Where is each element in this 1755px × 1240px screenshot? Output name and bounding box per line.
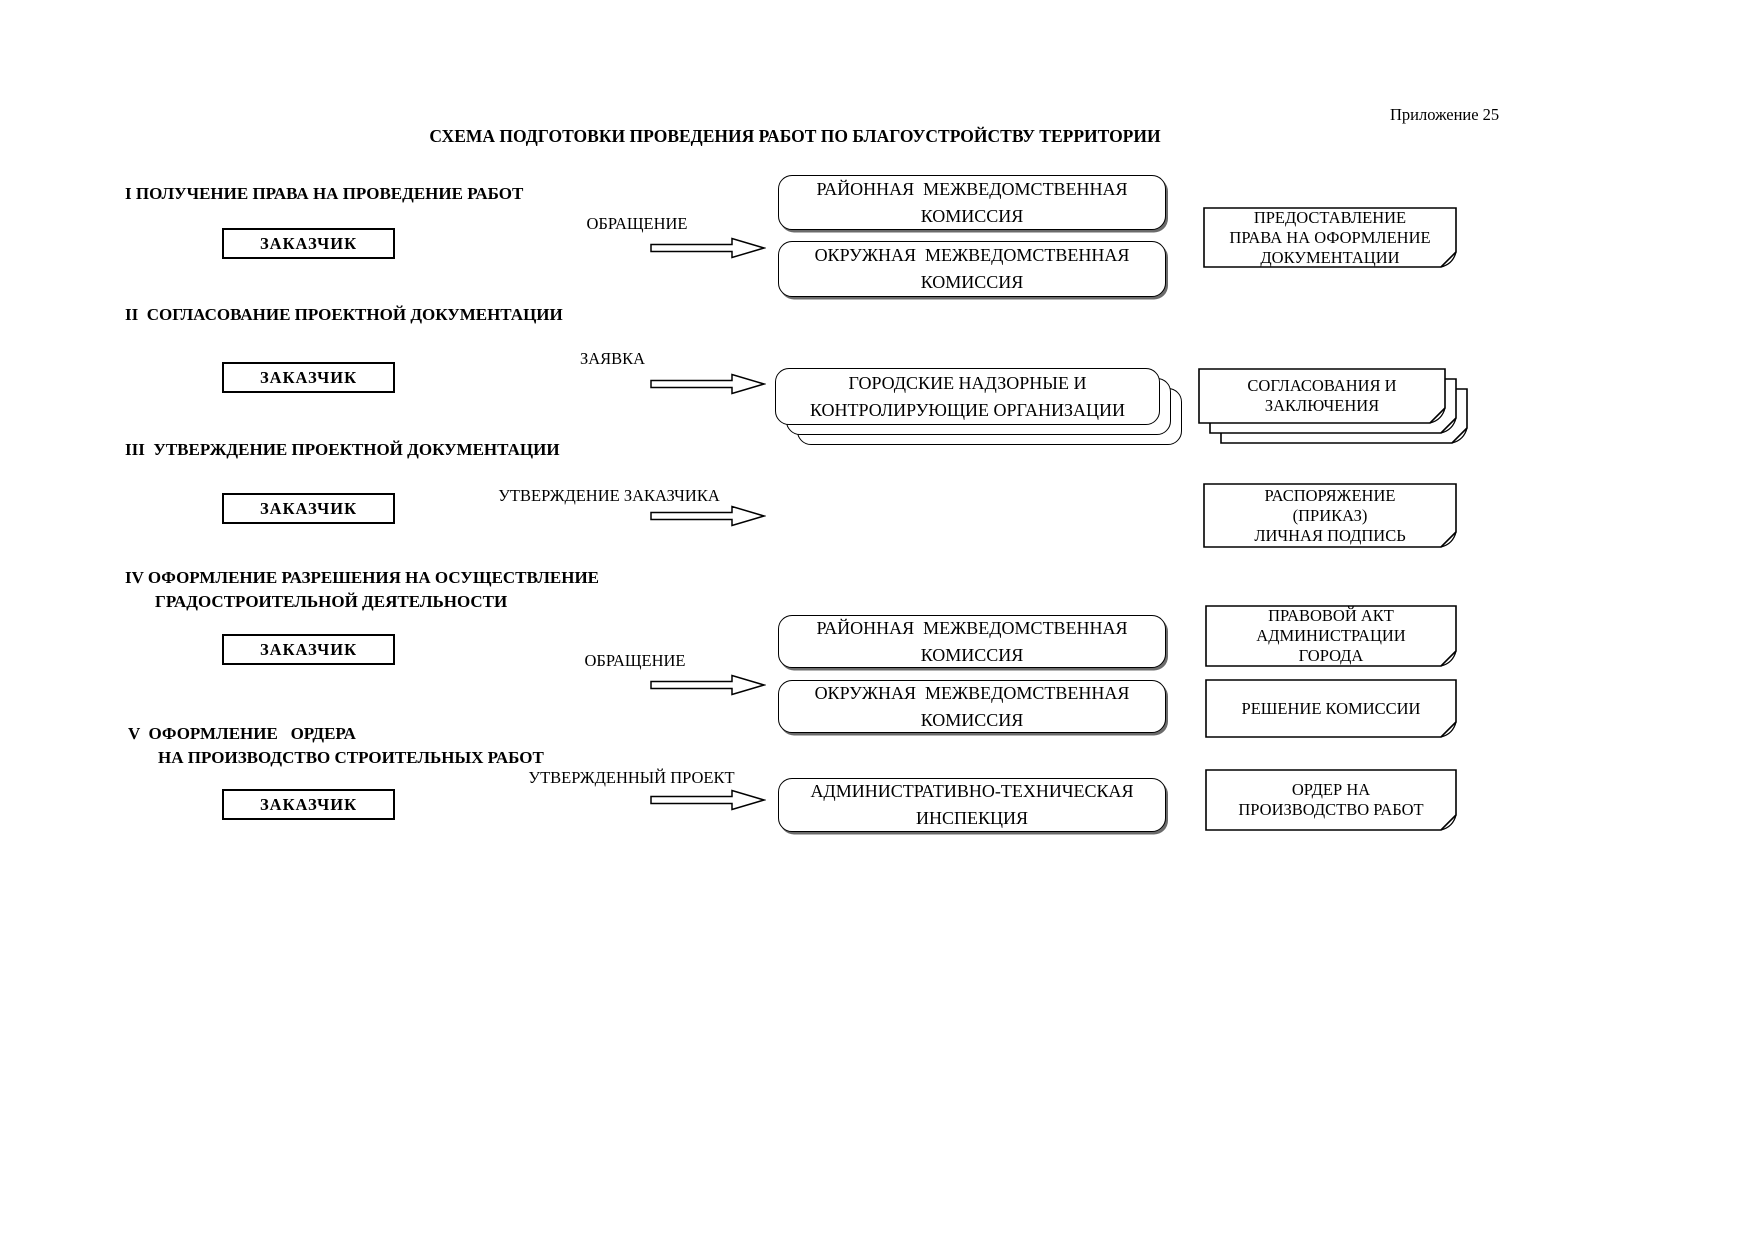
- org-box-label: ОКРУЖНАЯ МЕЖВЕДОМСТВЕННАЯ КОМИССИЯ: [814, 682, 1130, 730]
- org-box-label: ГОРОДСКИЕ НАДЗОРНЫЕ И КОНТРОЛИРУЮЩИЕ ОРГ…: [809, 372, 1126, 420]
- result-doc-label: СОГЛАСОВАНИЯ И ЗАКЛЮЧЕНИЯ: [1247, 376, 1397, 415]
- section-4-heading: IV ОФОРМЛЕНИЕ РАЗРЕШЕНИЯ НА ОСУЩЕСТВЛЕНИ…: [125, 568, 599, 611]
- org-box-label: АДМИНИСТРАТИВНО-ТЕХНИЧЕСКАЯ ИНСПЕКЦИЯ: [810, 781, 1134, 828]
- result-doc-order-signature: РАСПОРЯЖЕНИЕ (ПРИКАЗ) ЛИЧНАЯ ПОДПИСЬ: [1203, 483, 1457, 548]
- result-doc-legal-act: ПРАВОВОЙ АКТ АДМИНИСТРАЦИИ ГОРОДА: [1205, 605, 1457, 667]
- right-arrow-icon: [650, 789, 767, 811]
- section-5-heading: V ОФОРМЛЕНИЕ ОРДЕРА НА ПРОИЗВОДСТВО СТРО…: [128, 724, 544, 767]
- org-box-district-commission-2: РАЙОННАЯ МЕЖВЕДОМСТВЕННАЯ КОМИССИЯ: [778, 615, 1166, 668]
- customer-box-3: ЗАКАЗЧИК: [222, 493, 395, 524]
- right-arrow-icon: [650, 505, 767, 527]
- flow-label-2: ЗАЯВКА: [579, 349, 646, 368]
- result-doc-label: ОРДЕР НА ПРОИЗВОДСТВО РАБОТ: [1238, 780, 1424, 819]
- org-box-okrug-commission-1: ОКРУЖНАЯ МЕЖВЕДОМСТВЕННАЯ КОМИССИЯ: [778, 241, 1166, 297]
- customer-box-4: ЗАКАЗЧИК: [222, 634, 395, 665]
- customer-box-4-label: ЗАКАЗЧИК: [259, 639, 358, 659]
- org-box-label: РАЙОННАЯ МЕЖВЕДОМСТВЕННАЯ КОМИССИЯ: [816, 617, 1128, 665]
- diagram-title: СХЕМА ПОДГОТОВКИ ПРОВЕДЕНИЯ РАБОТ ПО БЛА…: [429, 126, 1161, 146]
- flow-label-1: ОБРАЩЕНИЕ: [586, 214, 688, 233]
- flow-label-4: ОБРАЩЕНИЕ: [584, 651, 686, 670]
- result-doc-label: ПРАВОВОЙ АКТ АДМИНИСТРАЦИИ ГОРОДА: [1256, 606, 1406, 665]
- customer-box-2-label: ЗАКАЗЧИК: [259, 367, 358, 387]
- section-3-heading: III УТВЕРЖДЕНИЕ ПРОЕКТНОЙ ДОКУМЕНТАЦИИ: [125, 440, 560, 459]
- customer-box-3-label: ЗАКАЗЧИК: [259, 498, 358, 518]
- customer-box-1: ЗАКАЗЧИК: [222, 228, 395, 259]
- org-box-district-commission-1: РАЙОННАЯ МЕЖВЕДОМСТВЕННАЯ КОМИССИЯ: [778, 175, 1166, 230]
- org-box-admin-technical-inspection: АДМИНИСТРАТИВНО-ТЕХНИЧЕСКАЯ ИНСПЕКЦИЯ: [778, 778, 1166, 832]
- right-arrow-icon: [650, 373, 767, 395]
- result-doc-right-granting: ПРЕДОСТАВЛЕНИЕ ПРАВА НА ОФОРМЛЕНИЕ ДОКУМ…: [1203, 207, 1457, 268]
- org-box-okrug-commission-2: ОКРУЖНАЯ МЕЖВЕДОМСТВЕННАЯ КОМИССИЯ: [778, 680, 1166, 733]
- right-arrow-icon: [650, 674, 767, 696]
- customer-box-2: ЗАКАЗЧИК: [222, 362, 395, 393]
- customer-box-1-label: ЗАКАЗЧИК: [259, 233, 358, 253]
- appendix-label: Приложение 25: [1390, 105, 1500, 124]
- flow-label-3: УТВЕРЖДЕНИЕ ЗАКАЗЧИКА: [498, 486, 720, 505]
- result-doc-label: ПРЕДОСТАВЛЕНИЕ ПРАВА НА ОФОРМЛЕНИЕ ДОКУМ…: [1229, 207, 1431, 267]
- result-doc-commission-decision: РЕШЕНИЕ КОМИССИИ: [1205, 679, 1457, 738]
- section-2-heading: II СОГЛАСОВАНИЕ ПРОЕКТНОЙ ДОКУМЕНТАЦИИ: [125, 305, 563, 324]
- customer-box-5: ЗАКАЗЧИК: [222, 789, 395, 820]
- flow-label-5: УТВЕРЖДЕННЫЙ ПРОЕКТ: [528, 768, 735, 787]
- org-box-city-supervisory: ГОРОДСКИЕ НАДЗОРНЫЕ И КОНТРОЛИРУЮЩИЕ ОРГ…: [775, 368, 1160, 425]
- org-box-label: ОКРУЖНАЯ МЕЖВЕДОМСТВЕННАЯ КОМИССИЯ: [814, 245, 1130, 292]
- result-doc-work-order: ОРДЕР НА ПРОИЗВОДСТВО РАБОТ: [1205, 769, 1457, 831]
- right-arrow-icon: [650, 237, 767, 259]
- result-doc-label: РАСПОРЯЖЕНИЕ (ПРИКАЗ) ЛИЧНАЯ ПОДПИСЬ: [1254, 485, 1406, 545]
- org-box-label: РАЙОННАЯ МЕЖВЕДОМСТВЕННАЯ КОМИССИЯ: [816, 178, 1128, 226]
- customer-box-5-label: ЗАКАЗЧИК: [259, 794, 358, 814]
- result-doc-approvals: СОГЛАСОВАНИЯ И ЗАКЛЮЧЕНИЯ: [1198, 368, 1446, 424]
- section-1-heading: I ПОЛУЧЕНИЕ ПРАВА НА ПРОВЕДЕНИЕ РАБОТ: [125, 184, 524, 203]
- result-doc-label: РЕШЕНИЕ КОМИССИИ: [1241, 698, 1421, 718]
